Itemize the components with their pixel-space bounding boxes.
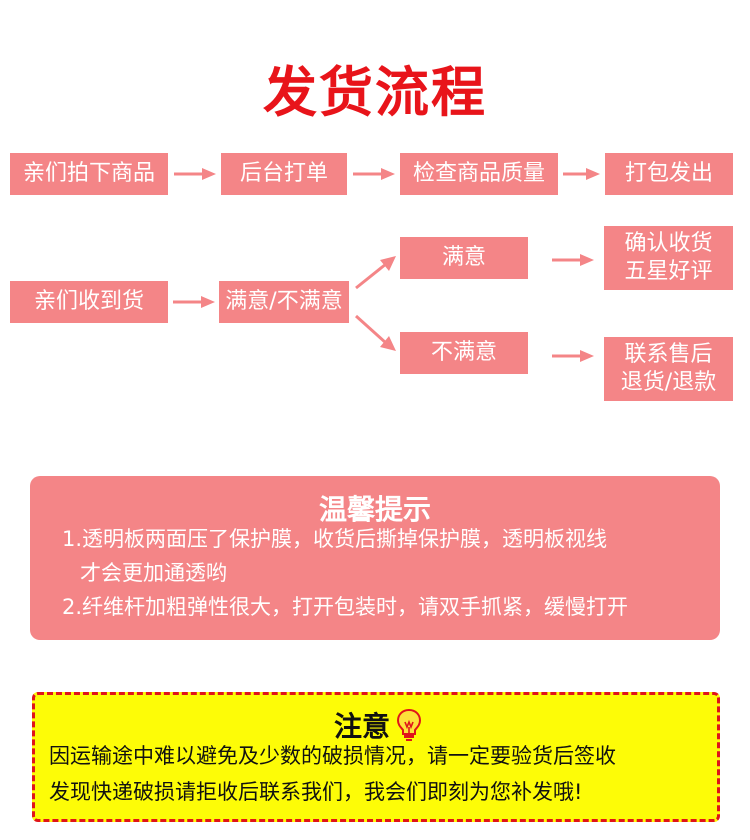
step-decision-label: 满意/不满意 <box>225 289 343 314</box>
notice-line-1: 因运输途中难以避免及少数的破损情况，请一定要验货后签收 <box>49 744 616 768</box>
lightbulb-icon <box>394 708 424 749</box>
tips-title: 温馨提示 <box>318 493 431 526</box>
notice-header: 注意 <box>35 705 723 749</box>
tips-line-3: 2.纤维杆加粗弹性很大，打开包装时，请双手抓紧，缓慢打开 <box>62 595 629 619</box>
notice-panel: 注意 因运输途中难以避免及少数的破损情况，请一定要验货后签收 发现快递破损请拒收… <box>32 692 720 822</box>
arrow-decision-unsatisfied-head <box>380 336 396 351</box>
action-confirm-review: 确认收货 五星好评 <box>604 226 733 290</box>
step-decision: 满意/不满意 <box>219 281 349 323</box>
step-print-order-label: 后台打单 <box>239 161 328 186</box>
arrow-step3-step4-head <box>586 168 600 180</box>
action-contact-line1: 联系售后 <box>624 342 713 367</box>
arrow-decision-satisfied <box>355 262 387 290</box>
arrow-received-decision-head <box>201 296 215 308</box>
step-quality-check: 检查商品质量 <box>400 153 558 195</box>
step-quality-check-label: 检查商品质量 <box>412 161 545 186</box>
arrow-step2-step3-head <box>381 168 395 180</box>
action-contact-service: 联系售后 退货/退款 <box>604 337 733 401</box>
tips-line-2: 才会更加通透哟 <box>80 561 227 585</box>
step-place-order: 亲们拍下商品 <box>10 153 168 195</box>
page-title: 发货流程 <box>263 61 487 124</box>
branch-unsatisfied-label: 不满意 <box>430 340 497 365</box>
tips-line-1: 1.透明板两面压了保护膜，收货后撕掉保护膜，透明板视线 <box>62 527 608 551</box>
arrow-decision-satisfied-head <box>380 256 396 271</box>
step-pack-ship-label: 打包发出 <box>624 161 713 186</box>
branch-satisfied-label: 满意 <box>441 245 486 270</box>
branch-satisfied: 满意 <box>400 237 528 279</box>
action-confirm-line1: 确认收货 <box>624 231 713 256</box>
arrow-step1-step2-head <box>202 168 216 180</box>
step-pack-ship: 打包发出 <box>605 153 733 195</box>
step-received-label: 亲们收到货 <box>33 289 144 314</box>
notice-title: 注意 <box>333 710 390 743</box>
action-contact-line2: 退货/退款 <box>620 370 717 395</box>
tips-panel: 温馨提示 1.透明板两面压了保护膜，收货后撕掉保护膜，透明板视线 才会更加通透哟… <box>30 476 720 640</box>
step-place-order-label: 亲们拍下商品 <box>22 161 155 186</box>
action-confirm-line2: 五星好评 <box>624 259 713 284</box>
branch-unsatisfied: 不满意 <box>400 332 528 374</box>
arrow-unsatisfied-action-head <box>580 350 594 362</box>
arrow-decision-unsatisfied <box>354 314 388 345</box>
arrow-satisfied-action-head <box>580 254 594 266</box>
notice-line-2: 发现快递破损请拒收后联系我们，我会们即刻为您补发哦! <box>49 780 583 804</box>
step-received: 亲们收到货 <box>10 281 168 323</box>
step-print-order: 后台打单 <box>221 153 347 195</box>
